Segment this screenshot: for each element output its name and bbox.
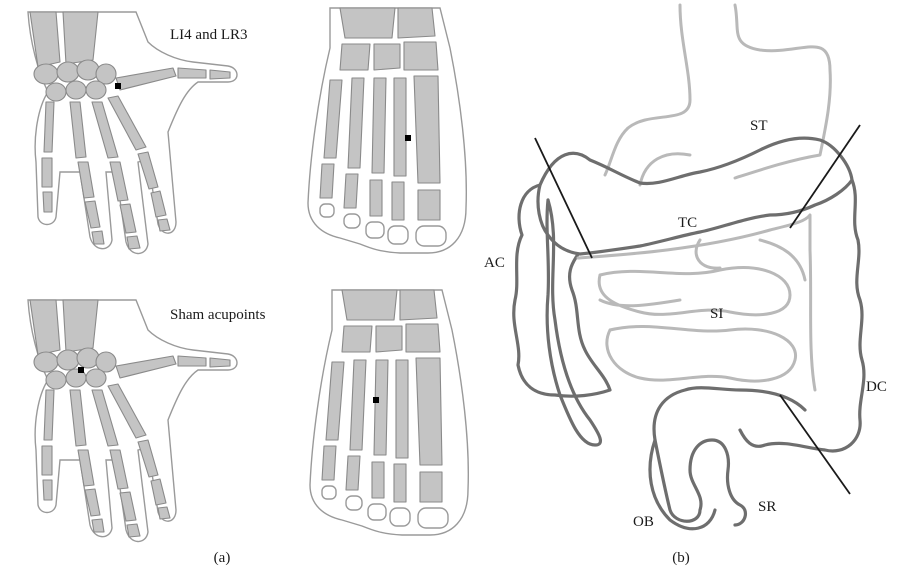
hand-top-illustration: [28, 12, 237, 254]
small-intestine: [599, 240, 805, 381]
foot-top-illustration: [308, 8, 466, 253]
panel-b: ST TC AC SI DC SR OB (b): [484, 5, 887, 566]
label-sr: SR: [758, 499, 776, 515]
hand-bottom-illustration: [28, 300, 237, 542]
label-si: SI: [710, 306, 723, 322]
sham-foot-marker: [373, 397, 379, 403]
panel-a: LI4 and LR3 Sham acupoints (a): [28, 8, 468, 566]
olfactory-bulb-loop: [650, 440, 715, 529]
acupoint-li4-marker: [115, 83, 121, 89]
appendix-tube: [547, 200, 600, 445]
panel-a-caption: (a): [214, 550, 231, 566]
label-ob: OB: [633, 514, 654, 530]
transverse-colon: [538, 138, 852, 254]
foot-bottom-illustration: [310, 290, 468, 535]
label-tc: TC: [678, 215, 697, 231]
panel-b-caption: (b): [672, 550, 690, 566]
acupoint-lr3-marker: [405, 135, 411, 141]
label-dc: DC: [866, 379, 887, 395]
bottom-label: Sham acupoints: [170, 307, 266, 323]
sigmoid-colon: [654, 388, 805, 525]
top-label: LI4 and LR3: [170, 27, 247, 43]
label-ac: AC: [484, 255, 505, 271]
stomach-outline: [605, 5, 830, 185]
ascending-colon: [514, 185, 610, 396]
label-st: ST: [750, 118, 768, 134]
sham-hand-marker: [78, 367, 84, 373]
